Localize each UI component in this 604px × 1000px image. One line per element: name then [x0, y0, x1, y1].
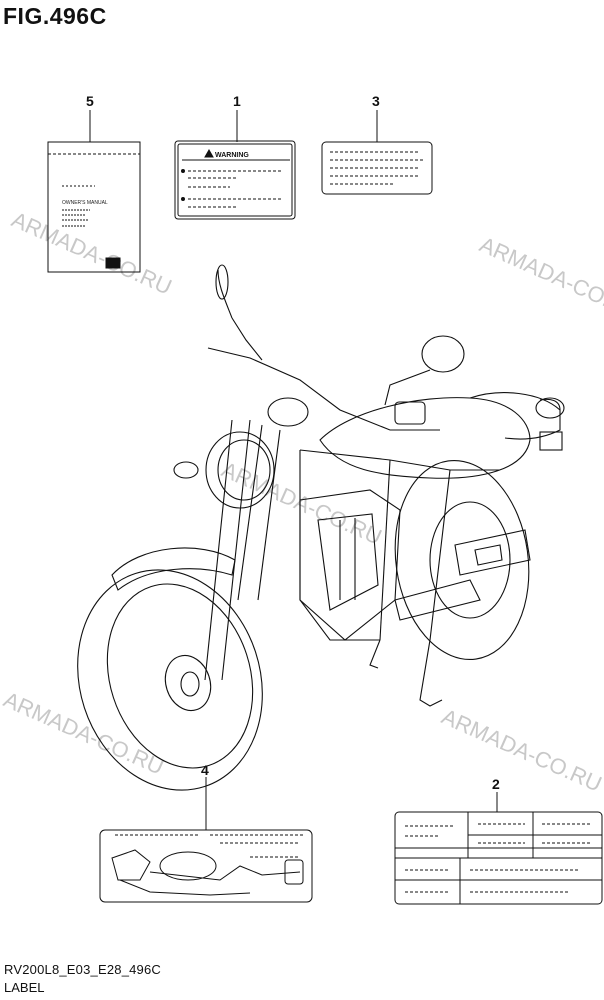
figure-title: FIG.496C	[3, 3, 107, 29]
watermark: ARMADA-CO.RU	[438, 704, 604, 797]
owners-manual-label	[47, 141, 141, 273]
routing-label-4	[99, 829, 313, 903]
watermark: ARMADA-CO.RU	[476, 232, 604, 325]
info-label-3	[321, 141, 433, 195]
watermark: ARMADA-CO.RU	[8, 207, 176, 300]
warning-label	[174, 140, 296, 220]
callout-2: 2	[492, 776, 500, 792]
motorcycle-illustration	[77, 264, 565, 791]
spec-label-2	[394, 811, 603, 905]
section-label: LABEL	[4, 980, 45, 995]
watermark-layer: ARMADA-CO.RU ARMADA-CO.RU ARMADA-CO.RU A…	[0, 207, 604, 797]
figure-code: RV200L8_E03_E28_496C	[4, 962, 162, 977]
callout-1: 1	[233, 93, 241, 109]
callout-5: 5	[86, 93, 94, 109]
callout-3: 3	[372, 93, 380, 109]
watermark: ARMADA-CO.RU	[0, 687, 168, 780]
manual-heading: OWNER'S MANUAL	[62, 200, 108, 206]
callout-4: 4	[201, 762, 209, 778]
warning-heading: WARNING	[215, 152, 249, 159]
watermark: ARMADA-CO.RU	[218, 457, 386, 550]
